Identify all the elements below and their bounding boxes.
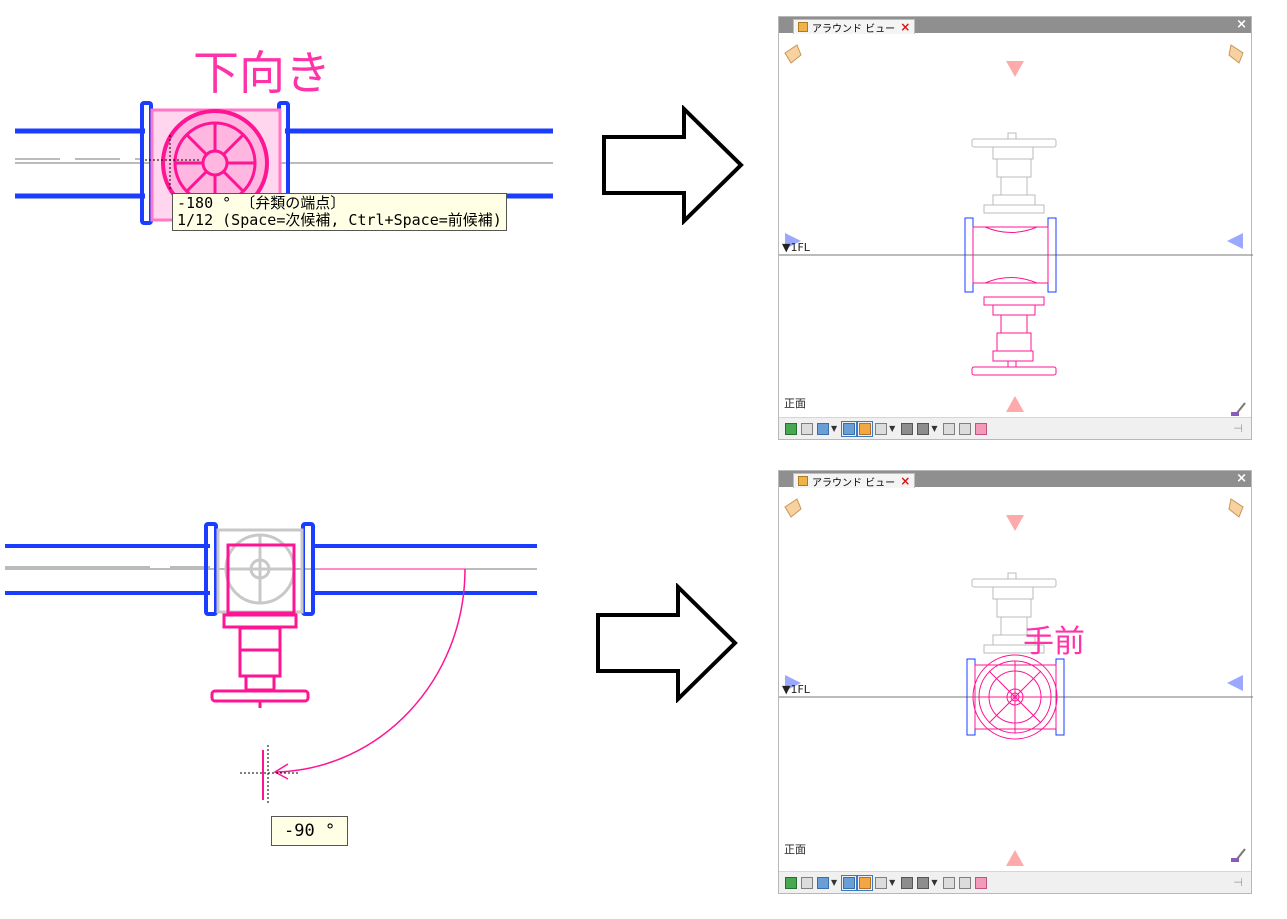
toolbar-button-frame[interactable]	[875, 876, 888, 889]
rotate-left-icon[interactable]	[784, 44, 802, 64]
toolbar-button-rotate[interactable]	[857, 874, 874, 891]
nav-down-arrow-icon[interactable]	[1006, 61, 1024, 77]
rotate-left-icon[interactable]	[784, 498, 802, 518]
panel-toolbar: ▼ ▼ ▼ ⊣	[779, 417, 1251, 439]
brush-icon[interactable]	[1231, 402, 1246, 416]
nav-right-arrow-icon[interactable]	[785, 233, 801, 249]
arrow-right-icon	[602, 105, 744, 225]
toolbar-button-frame[interactable]	[875, 422, 888, 435]
camera-icon[interactable]	[917, 876, 930, 889]
close-icon[interactable]: ×	[900, 20, 911, 34]
around-view-tab[interactable]: アラウンド ビュー ×	[793, 473, 916, 489]
nav-up-arrow-icon[interactable]	[1006, 396, 1024, 412]
nav-left-arrow-icon[interactable]	[1227, 675, 1243, 691]
toolbar-button-import[interactable]	[959, 876, 972, 889]
floor-level-label: ▼1FL	[782, 241, 810, 254]
around-view-tab-title: アラウンド ビュー	[812, 23, 896, 35]
around-view-tab[interactable]: アラウンド ビュー ×	[793, 19, 916, 35]
pin-icon[interactable]: ⊣	[1233, 876, 1243, 889]
toolbar-button-draw[interactable]	[901, 876, 914, 889]
toolbar-button-link[interactable]	[975, 422, 988, 435]
panel-toolbar: ▼ ▼ ▼ ⊣	[779, 871, 1251, 893]
toolbar-button-copy[interactable]	[801, 876, 813, 889]
toolbar-button-display[interactable]	[841, 420, 858, 437]
nav-up-arrow-icon[interactable]	[1006, 850, 1024, 866]
chevron-down-icon[interactable]: ▼	[889, 424, 896, 433]
toolbar-button-view[interactable]	[817, 422, 829, 435]
around-view-canvas[interactable]: ▼1FL 正面	[779, 33, 1253, 417]
panel-titlebar: アラウンド ビュー × ×	[779, 17, 1251, 35]
toolbar-button-copy[interactable]	[801, 422, 813, 435]
toolbar-button-rotate[interactable]	[857, 420, 874, 437]
toolbar-button-display[interactable]	[841, 874, 858, 891]
nav-down-arrow-icon[interactable]	[1006, 515, 1024, 531]
chevron-down-icon[interactable]: ▼	[889, 878, 896, 887]
camera-icon[interactable]	[917, 422, 930, 435]
around-view-icon	[798, 22, 808, 32]
direction-label-front: 手前	[1023, 624, 1085, 660]
tooltip-candidate-line: 1/12 (Space=次候補, Ctrl+Space=前候補)	[177, 211, 502, 229]
toolbar-button-3d[interactable]	[785, 422, 797, 435]
chevron-down-icon[interactable]: ▼	[831, 424, 838, 433]
around-view-panel-bottom[interactable]: アラウンド ビュー × ×	[778, 470, 1253, 894]
floor-level-label: ▼1FL	[782, 683, 810, 696]
arrow-right-icon	[596, 583, 738, 703]
top-plan-drawing[interactable]	[0, 0, 560, 260]
around-view-icon	[798, 476, 808, 486]
close-icon[interactable]: ×	[1236, 471, 1247, 486]
toolbar-button-draw[interactable]	[901, 422, 914, 435]
around-view-canvas[interactable]: 手前 ▼1FL 正面	[779, 487, 1253, 871]
view-name-label: 正面	[784, 843, 806, 856]
toolbar-button-import[interactable]	[959, 422, 972, 435]
pin-icon[interactable]: ⊣	[1233, 422, 1243, 435]
close-icon[interactable]: ×	[1236, 17, 1247, 32]
around-view-tab-title: アラウンド ビュー	[812, 477, 896, 489]
rotate-right-icon[interactable]	[1228, 498, 1244, 518]
tooltip-angle-line: -180 ° 〔弁類の端点〕	[177, 194, 346, 212]
brush-icon[interactable]	[1231, 848, 1246, 862]
view-name-label: 正面	[784, 397, 806, 410]
around-view-panel-top[interactable]: アラウンド ビュー × ×	[778, 16, 1253, 440]
close-icon[interactable]: ×	[900, 474, 911, 488]
rotation-angle-box: -90 °	[271, 816, 349, 846]
toolbar-button-3d[interactable]	[785, 876, 797, 889]
snap-tooltip: -180 ° 〔弁類の端点〕 1/12 (Space=次候補, Ctrl+Spa…	[172, 193, 507, 231]
toolbar-button-link[interactable]	[975, 876, 988, 889]
nav-right-arrow-icon[interactable]	[785, 675, 801, 691]
rotate-right-icon[interactable]	[1228, 44, 1244, 64]
bottom-plan-drawing[interactable]	[0, 0, 560, 919]
toolbar-button-export[interactable]	[943, 876, 956, 889]
toolbar-button-export[interactable]	[943, 422, 956, 435]
direction-label-down: 下向き	[193, 46, 331, 100]
chevron-down-icon[interactable]: ▼	[931, 424, 938, 433]
chevron-down-icon[interactable]: ▼	[831, 878, 838, 887]
panel-titlebar: アラウンド ビュー × ×	[779, 471, 1251, 489]
toolbar-button-view[interactable]	[817, 876, 829, 889]
chevron-down-icon[interactable]: ▼	[931, 878, 938, 887]
nav-left-arrow-icon[interactable]	[1227, 233, 1243, 249]
